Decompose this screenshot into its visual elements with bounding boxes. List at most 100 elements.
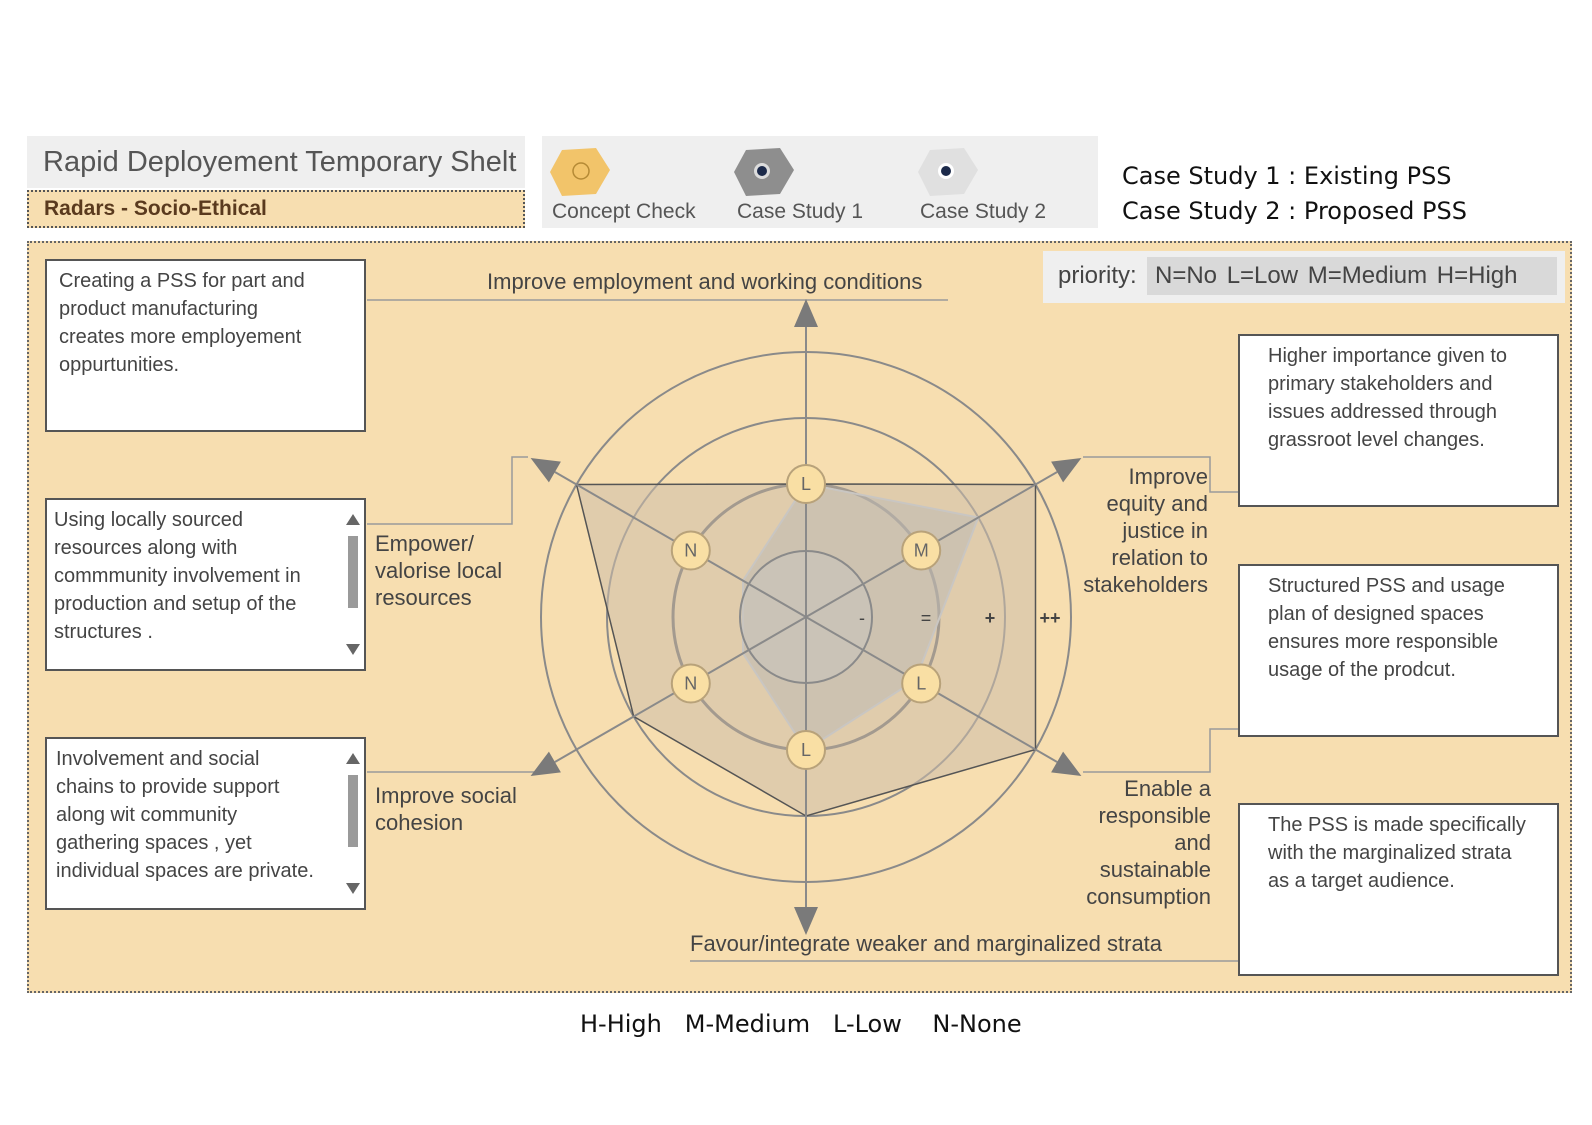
note-line: as a target audience. — [1268, 870, 1455, 892]
scale-label: - — [859, 608, 865, 628]
axis-arrow-icon — [1051, 751, 1082, 776]
axis-label-employment: Improve employment and working condition… — [487, 269, 923, 294]
note-line: along wit community — [56, 804, 238, 826]
case-study-1-icon — [734, 148, 794, 196]
footnote-high: H-High — [580, 1010, 662, 1038]
note-responsible-consumption: Structured PSS and usage plan of designe… — [1238, 564, 1559, 737]
axis-label-line: stakeholders — [1083, 572, 1208, 597]
connector-line — [367, 456, 528, 525]
axis-label-line: Enable a — [1124, 776, 1211, 801]
priority-marker — [786, 464, 826, 504]
legend-label-case-study-1: Case Study 1 — [737, 200, 864, 223]
priority-marker-label: L — [801, 474, 811, 494]
scroll-down-arrow-icon[interactable] — [346, 644, 360, 655]
scale-label: = — [921, 608, 932, 628]
note-line: with the marginalized strata — [1268, 842, 1512, 864]
axis-label-equity: Improve equity and justice in relation t… — [1060, 463, 1208, 598]
scroll-thumb[interactable] — [348, 536, 358, 608]
priority-marker — [670, 663, 711, 704]
axis-label-line: equity and — [1106, 491, 1208, 516]
footnote-none: N-None — [932, 1010, 1022, 1038]
connector-line — [1083, 456, 1238, 493]
note-line: structures . — [54, 621, 153, 643]
page-title: Rapid Deployement Temporary Shelt — [27, 136, 525, 188]
scroll-down-arrow-icon[interactable] — [346, 883, 360, 894]
priority-marker — [901, 530, 942, 571]
axis-label-line: relation to — [1111, 545, 1208, 570]
note-line: individual spaces are private. — [56, 860, 314, 882]
note-line: ensures more responsible — [1268, 631, 1499, 653]
priority-label: priority: — [1058, 262, 1137, 289]
note-line: grassroot level changes. — [1268, 429, 1485, 451]
case-study-1-description: Case Study 1 : Existing PSS — [1122, 162, 1452, 190]
note-line: issues addressed through — [1268, 401, 1498, 423]
case-study-2-description: Case Study 2 : Proposed PSS — [1122, 197, 1467, 225]
axis-label-line: cohesion — [375, 810, 464, 835]
axis-label-line: Improve social — [375, 783, 517, 808]
priority-keys: N=No L=Low M=Medium H=High — [1147, 257, 1557, 295]
scroll-up-arrow-icon[interactable] — [346, 753, 360, 764]
axis-label-line: resources — [375, 585, 472, 610]
scroll-thumb[interactable] — [348, 775, 358, 847]
axis-arrow-icon — [794, 907, 818, 935]
axis-label-social-cohesion: Improve social cohesion — [375, 782, 517, 836]
scale-label: + — [985, 608, 996, 628]
scrollbar[interactable] — [346, 753, 360, 894]
axis-label-line: consumption — [1086, 884, 1211, 909]
priority-marker-label: N — [684, 674, 697, 694]
priority-marker-label: L — [916, 674, 926, 694]
note-line: Creating a PSS for part and — [59, 270, 305, 292]
note-line: Structured PSS and usage — [1268, 575, 1505, 597]
case-study-2-icon — [918, 148, 978, 196]
concept-check-icon — [550, 148, 610, 196]
axis-label-line: Empower/ — [375, 531, 475, 556]
axis-label-marginalized: Favour/integrate weaker and marginalized… — [690, 931, 1163, 956]
note-local-resources: Using locally sourced resources along wi… — [45, 498, 366, 671]
note-line: Higher importance given to — [1268, 345, 1508, 367]
axis-label-line: Improve — [1128, 464, 1208, 489]
note-line: oppurtunities. — [59, 354, 180, 376]
note-employment: Creating a PSS for part and product manu… — [45, 259, 366, 432]
priority-marker-label: N — [684, 541, 697, 561]
note-line: The PSS is made specifically — [1268, 814, 1526, 836]
axis-arrow-icon — [530, 751, 561, 776]
priority-marker — [786, 730, 826, 770]
scrollbar[interactable] — [346, 514, 360, 655]
axis-arrow-icon — [1051, 458, 1082, 483]
priority-footnote: H-High M-Medium L-Low N-None — [580, 1010, 1022, 1038]
priority-marker-label: M — [914, 541, 929, 561]
axis-label-line: sustainable — [1099, 857, 1211, 882]
scale-label: ++ — [1039, 608, 1060, 628]
note-line: creates more employement — [59, 326, 302, 348]
note-line: chains to provide support — [56, 776, 280, 798]
priority-marker — [670, 530, 711, 571]
axis-arrow-icon — [794, 299, 818, 327]
axis-label-line: responsible — [1098, 803, 1211, 828]
note-line: primary stakeholders and — [1268, 373, 1493, 395]
note-line: Using locally sourced — [54, 509, 243, 531]
center-dot — [804, 615, 808, 619]
axis-label-line: justice in — [1122, 518, 1208, 543]
note-line: plan of designed spaces — [1268, 603, 1484, 625]
note-line: production and setup of the — [54, 593, 297, 615]
note-marginalized: The PSS is made specifically with the ma… — [1238, 803, 1559, 976]
note-line: usage of the prodcut. — [1268, 659, 1456, 681]
legend-label-case-study-2: Case Study 2 — [920, 200, 1047, 223]
note-line: product manufacturing — [59, 298, 259, 320]
axis-label-line: valorise local — [375, 558, 503, 583]
note-line: Involvement and social — [56, 748, 260, 770]
scroll-up-arrow-icon[interactable] — [346, 514, 360, 525]
axis-label-line: and — [1174, 830, 1211, 855]
footnote-low: L-Low — [833, 1010, 902, 1038]
connector-line — [1083, 728, 1238, 773]
note-line: commmunity involvement in — [54, 565, 301, 587]
axis-arrow-icon — [530, 458, 561, 483]
axis-label-local-resources: Empower/ valorise local resources — [375, 530, 502, 611]
axis-label-responsible-consumption: Enable a responsible and sustainable con… — [1060, 775, 1211, 910]
footnote-medium: M-Medium — [684, 1010, 811, 1038]
legend-label-concept-check: Concept Check — [552, 200, 696, 223]
priority-marker-label: L — [801, 740, 811, 760]
section-subtitle: Radars - Socio-Ethical — [27, 190, 525, 228]
priority-marker — [901, 663, 942, 704]
